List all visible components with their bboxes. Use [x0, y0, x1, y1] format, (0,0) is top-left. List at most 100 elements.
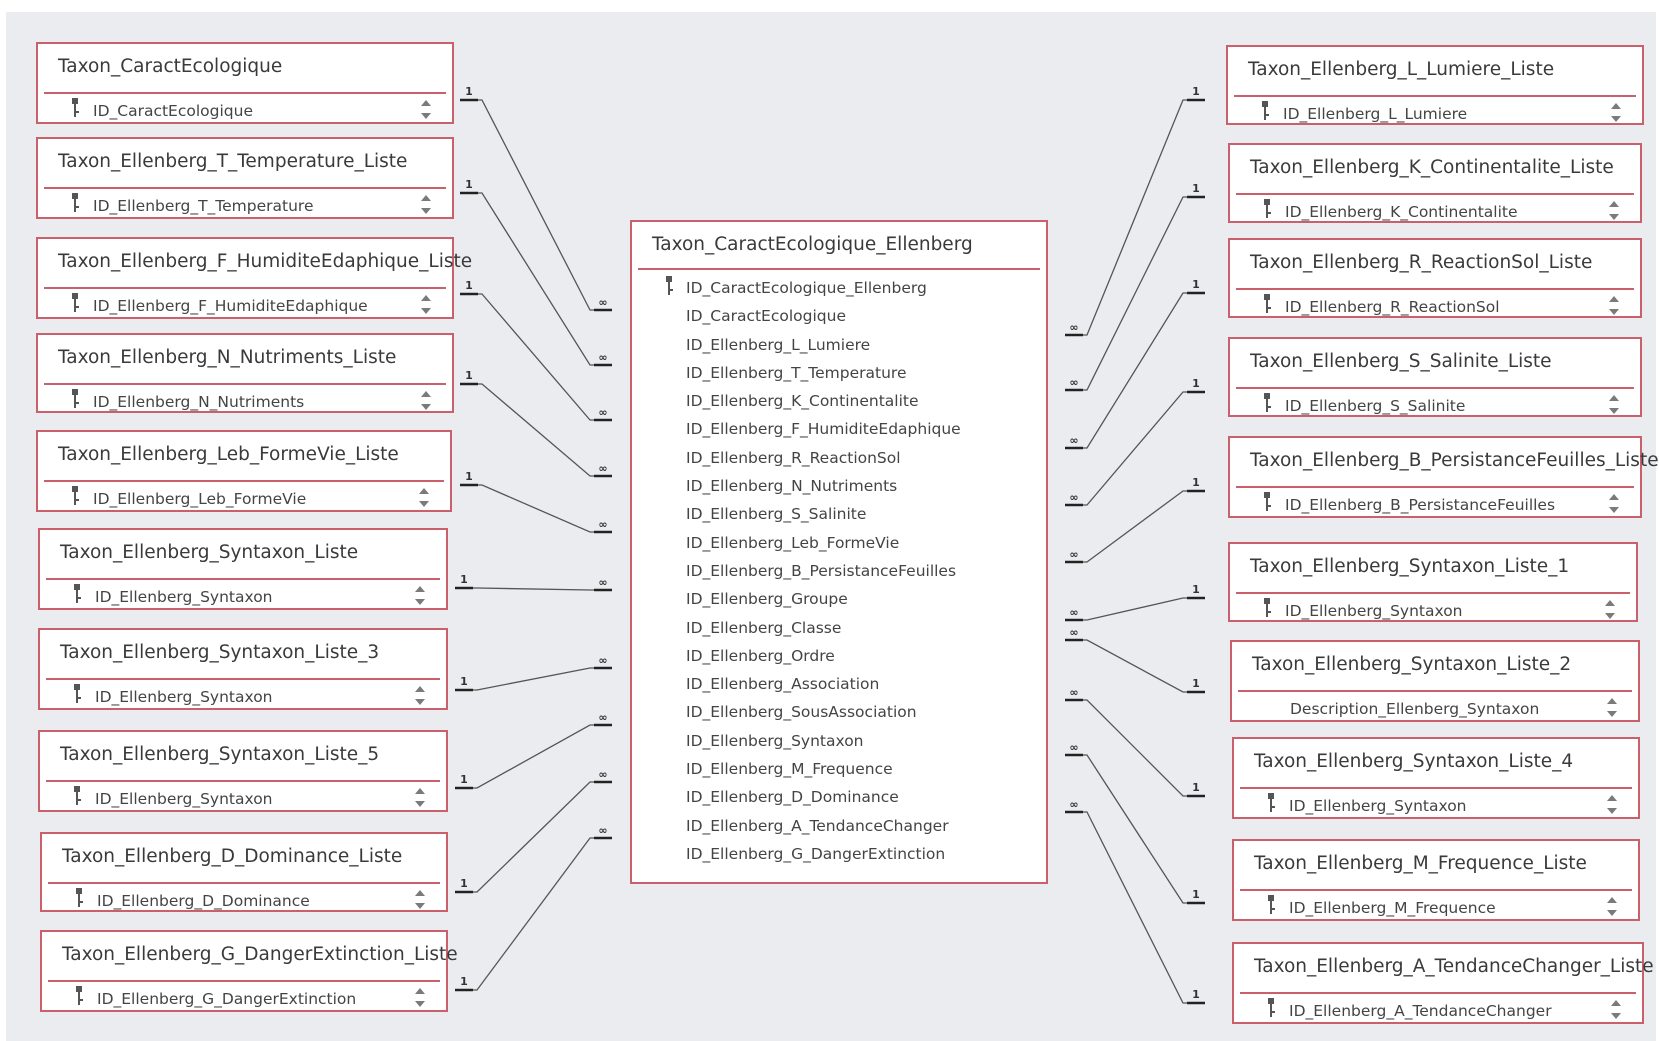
- table-field[interactable]: ID_Ellenberg_R_ReactionSol: [1285, 298, 1500, 316]
- spinner-arrows-icon[interactable]: [1604, 598, 1616, 624]
- field-item[interactable]: ID_Ellenberg_L_Lumiere: [686, 335, 871, 354]
- field-item[interactable]: ID_Ellenberg_F_HumiditeEdaphique: [686, 420, 961, 439]
- cardinality-one-label: 1: [1192, 85, 1200, 98]
- field-item[interactable]: ID_Ellenberg_M_Frequence: [686, 760, 893, 779]
- table-taxon-ellenberg-s-salinite-liste[interactable]: Taxon_Ellenberg_S_Salinite_Liste ID_Elle…: [1228, 337, 1642, 417]
- table-taxon-ellenberg-r-reactionsol-liste[interactable]: Taxon_Ellenberg_R_ReactionSol_Liste ID_E…: [1228, 238, 1642, 318]
- spinner-arrows-icon[interactable]: [1610, 101, 1622, 127]
- table-taxon-ellenberg-syntaxon-liste-3[interactable]: Taxon_Ellenberg_Syntaxon_Liste_3 ID_Elle…: [38, 628, 448, 710]
- field-item[interactable]: ID_Ellenberg_N_Nutriments: [686, 477, 898, 496]
- field-item[interactable]: ID_Ellenberg_Syntaxon: [686, 731, 864, 750]
- table-field[interactable]: ID_Ellenberg_Leb_FormeVie: [93, 490, 307, 508]
- field-item[interactable]: ID_Ellenberg_Groupe: [686, 590, 848, 609]
- spinner-arrows-icon[interactable]: [420, 293, 432, 319]
- cardinality-many-label: ∞: [598, 462, 607, 475]
- field-item[interactable]: ID_Ellenberg_K_Continentalite: [686, 392, 919, 411]
- table-field[interactable]: ID_Ellenberg_A_TendanceChanger: [1289, 1002, 1552, 1020]
- table-taxon-ellenberg-t-temperature-liste[interactable]: Taxon_Ellenberg_T_Temperature_Liste ID_E…: [36, 137, 454, 219]
- relationship-line: [455, 724, 612, 789]
- field-item[interactable]: ID_Ellenberg_T_Temperature: [686, 363, 907, 382]
- table-taxon-caractecologique-ellenberg[interactable]: Taxon_CaractEcologique_Ellenberg ID_Cara…: [630, 220, 1048, 884]
- table-taxon-caractecologique[interactable]: Taxon_CaractEcologique ID_CaractEcologiq…: [36, 42, 454, 124]
- table-taxon-ellenberg-leb-formevie-liste[interactable]: Taxon_Ellenberg_Leb_FormeVie_Liste ID_El…: [36, 430, 452, 512]
- field-item[interactable]: ID_Ellenberg_A_TendanceChanger: [686, 816, 949, 835]
- table-taxon-ellenberg-a-tendancechanger-liste[interactable]: Taxon_Ellenberg_A_TendanceChanger_Liste …: [1232, 942, 1654, 1024]
- relationship-line: [455, 837, 612, 991]
- table-taxon-ellenberg-m-frequence-liste[interactable]: Taxon_Ellenberg_M_Frequence_Liste ID_Ell…: [1232, 839, 1640, 921]
- relationship-line: [455, 667, 612, 691]
- key-icon: [666, 276, 673, 295]
- table-field[interactable]: ID_Ellenberg_Syntaxon: [1289, 797, 1467, 815]
- spinner-arrows-icon[interactable]: [420, 98, 432, 124]
- spinner-arrows-icon[interactable]: [1608, 393, 1620, 419]
- spinner-arrows-icon[interactable]: [414, 584, 426, 610]
- cardinality-many-label: ∞: [598, 351, 607, 364]
- table-taxon-ellenberg-syntaxon-liste-4[interactable]: Taxon_Ellenberg_Syntaxon_Liste_4 ID_Elle…: [1232, 737, 1640, 819]
- table-taxon-ellenberg-n-nutriments-liste[interactable]: Taxon_Ellenberg_N_Nutriments_Liste ID_El…: [36, 333, 454, 413]
- table-taxon-ellenberg-syntaxon-liste[interactable]: Taxon_Ellenberg_Syntaxon_Liste ID_Ellenb…: [38, 528, 448, 610]
- spinner-arrows-icon[interactable]: [414, 986, 426, 1012]
- field-item[interactable]: ID_Ellenberg_SousAssociation: [686, 703, 917, 722]
- table-field[interactable]: ID_Ellenberg_D_Dominance: [97, 892, 310, 910]
- key-icon: [1264, 393, 1271, 412]
- spinner-arrows-icon[interactable]: [1608, 294, 1620, 320]
- field-item[interactable]: ID_Ellenberg_Leb_FormeVie: [686, 533, 900, 552]
- title-separator: [1240, 889, 1632, 891]
- table-taxon-ellenberg-syntaxon-liste-2[interactable]: Taxon_Ellenberg_Syntaxon_Liste_2 Descrip…: [1230, 640, 1640, 722]
- spinner-arrows-icon[interactable]: [1606, 895, 1618, 921]
- title-separator: [48, 980, 440, 982]
- table-taxon-ellenberg-b-persistancefeuilles-liste[interactable]: Taxon_Ellenberg_B_PersistanceFeuilles_Li…: [1228, 436, 1659, 518]
- table-field[interactable]: ID_Ellenberg_Syntaxon: [1285, 602, 1463, 620]
- spinner-arrows-icon[interactable]: [414, 684, 426, 710]
- table-taxon-ellenberg-d-dominance-liste[interactable]: Taxon_Ellenberg_D_Dominance_Liste ID_Ell…: [40, 832, 448, 912]
- cardinality-many-label: ∞: [1069, 548, 1078, 561]
- table-field[interactable]: ID_Ellenberg_N_Nutriments: [93, 393, 305, 411]
- spinner-arrows-icon[interactable]: [420, 389, 432, 415]
- relationship-line: [460, 293, 612, 421]
- key-icon: [72, 293, 79, 312]
- field-item[interactable]: ID_Ellenberg_Classe: [686, 618, 842, 637]
- field-item[interactable]: ID_Ellenberg_Ordre: [686, 646, 835, 665]
- table-field[interactable]: ID_Ellenberg_K_Continentalite: [1285, 203, 1518, 221]
- table-taxon-ellenberg-syntaxon-liste-5[interactable]: Taxon_Ellenberg_Syntaxon_Liste_5 ID_Elle…: [38, 730, 448, 812]
- table-field[interactable]: ID_Ellenberg_Syntaxon: [95, 790, 273, 808]
- field-item[interactable]: ID_Ellenberg_D_Dominance: [686, 788, 899, 807]
- field-item[interactable]: ID_CaractEcologique_Ellenberg: [686, 279, 927, 297]
- table-title: Taxon_Ellenberg_B_PersistanceFeuilles_Li…: [1250, 450, 1659, 471]
- spinner-arrows-icon[interactable]: [1608, 199, 1620, 225]
- spinner-arrows-icon[interactable]: [1608, 492, 1620, 518]
- table-field[interactable]: ID_Ellenberg_Syntaxon: [95, 588, 273, 606]
- spinner-arrows-icon[interactable]: [1606, 696, 1618, 722]
- field-item[interactable]: ID_CaractEcologique: [686, 307, 846, 326]
- field-item[interactable]: ID_Ellenberg_G_DangerExtinction: [686, 844, 946, 863]
- table-field[interactable]: ID_Ellenberg_S_Salinite: [1285, 397, 1466, 415]
- table-field[interactable]: ID_Ellenberg_Syntaxon: [95, 688, 273, 706]
- title-separator: [44, 287, 446, 289]
- cardinality-one-label: 1: [465, 369, 473, 382]
- title-separator: [1236, 486, 1634, 488]
- table-field[interactable]: ID_Ellenberg_B_PersistanceFeuilles: [1285, 496, 1556, 514]
- field-item[interactable]: ID_Ellenberg_R_ReactionSol: [686, 448, 901, 467]
- spinner-arrows-icon[interactable]: [420, 193, 432, 219]
- spinner-arrows-icon[interactable]: [418, 486, 430, 512]
- spinner-arrows-icon[interactable]: [414, 888, 426, 914]
- table-field[interactable]: Description_Ellenberg_Syntaxon: [1290, 700, 1540, 718]
- spinner-arrows-icon[interactable]: [414, 786, 426, 812]
- table-field[interactable]: ID_CaractEcologique: [93, 102, 253, 120]
- spinner-arrows-icon[interactable]: [1606, 793, 1618, 819]
- table-field[interactable]: ID_Ellenberg_M_Frequence: [1289, 899, 1496, 917]
- field-item[interactable]: ID_Ellenberg_S_Salinite: [686, 505, 867, 524]
- field-item[interactable]: ID_Ellenberg_B_PersistanceFeuilles: [686, 561, 957, 580]
- key-icon: [1264, 294, 1271, 313]
- table-field[interactable]: ID_Ellenberg_T_Temperature: [93, 197, 314, 215]
- table-taxon-ellenberg-g-dangerextinction-liste[interactable]: Taxon_Ellenberg_G_DangerExtinction_Liste…: [40, 930, 458, 1012]
- table-taxon-ellenberg-syntaxon-liste-1[interactable]: Taxon_Ellenberg_Syntaxon_Liste_1 ID_Elle…: [1228, 542, 1638, 622]
- table-field[interactable]: ID_Ellenberg_F_HumiditeEdaphique: [93, 297, 368, 315]
- spinner-arrows-icon[interactable]: [1610, 998, 1622, 1024]
- table-field[interactable]: ID_Ellenberg_L_Lumiere: [1283, 105, 1468, 123]
- table-field[interactable]: ID_Ellenberg_G_DangerExtinction: [97, 990, 357, 1008]
- field-item[interactable]: ID_Ellenberg_Association: [686, 675, 880, 694]
- table-taxon-ellenberg-k-continentalite-liste[interactable]: Taxon_Ellenberg_K_Continentalite_Liste I…: [1228, 143, 1642, 223]
- table-taxon-ellenberg-l-lumiere-liste[interactable]: Taxon_Ellenberg_L_Lumiere_Liste ID_Ellen…: [1226, 45, 1644, 125]
- table-taxon-ellenberg-f-humiditeedaphique-liste[interactable]: Taxon_Ellenberg_F_HumiditeEdaphique_List…: [36, 237, 472, 319]
